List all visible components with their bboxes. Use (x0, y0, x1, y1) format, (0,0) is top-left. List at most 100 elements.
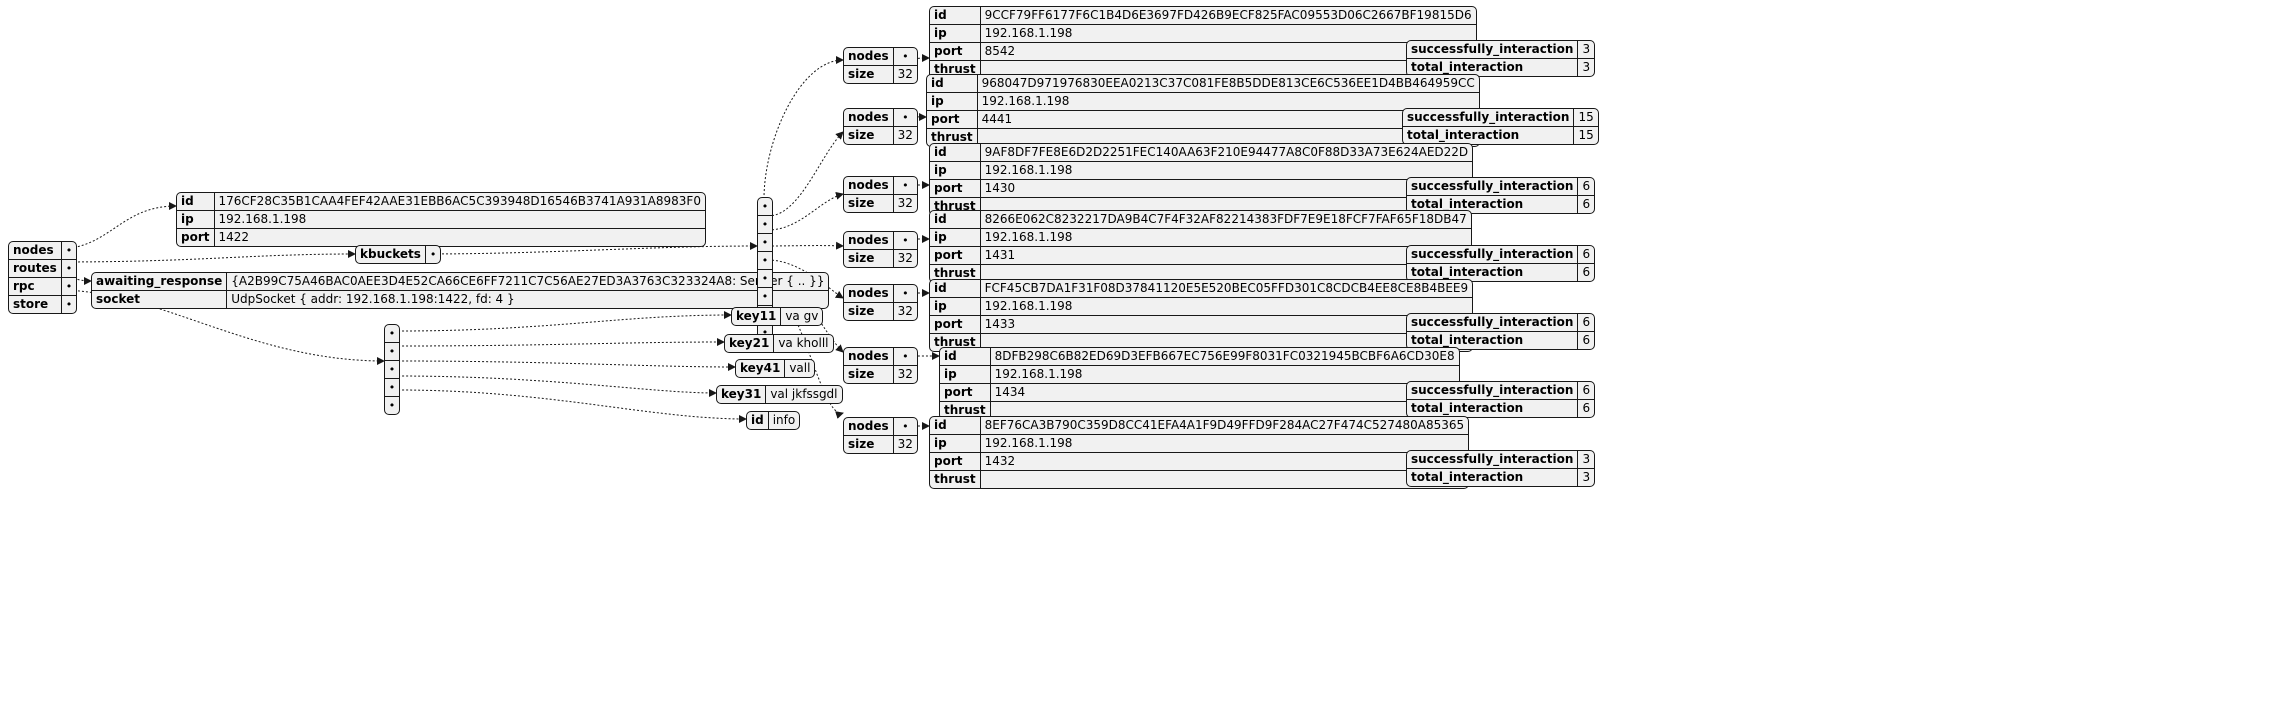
successfully-interaction-value: 6 (1578, 178, 1595, 196)
successfully-interaction-key: successfully_interaction (1407, 314, 1579, 332)
peer-id-key: id (927, 75, 978, 93)
awaiting-response-value: {A2B99C75A46BAC0AEE3D4E52CA66CE6FF7211C7… (227, 273, 829, 291)
peer-ip-value: 192.168.1.198 (977, 93, 1479, 111)
peer-port-key: port (930, 43, 981, 61)
edge-kbuckets-array (421, 242, 758, 255)
bucket-nodes-key: nodes (844, 109, 894, 127)
root-key-rpc: rpc (9, 278, 62, 296)
bucket-size-value: 32 (897, 304, 913, 318)
peer-port-key: port (927, 111, 978, 129)
peer-id-key: id (930, 417, 981, 435)
store-array: • • • • • (384, 324, 400, 415)
bucket-size-key: size (844, 303, 894, 320)
peer-ip-value: 192.168.1.198 (980, 162, 1473, 180)
total-interaction-key: total_interaction (1407, 469, 1579, 486)
store-array-item: • (385, 361, 399, 379)
store-key: key21 (725, 335, 775, 352)
peer-id-key: id (930, 7, 981, 25)
kbuckets-array-item: • (758, 252, 772, 270)
total-interaction-value: 6 (1582, 197, 1591, 211)
successfully-interaction-value: 6 (1578, 246, 1595, 264)
self-ip-value: 192.168.1.198 (214, 211, 705, 229)
peer-ip-key: ip (930, 435, 981, 453)
total-interaction-key: total_interaction (1407, 400, 1579, 417)
bucket-nodes-bullet: • (893, 48, 917, 66)
self-port-key: port (177, 229, 215, 246)
store-array-item: • (385, 325, 399, 343)
peer-ip-value: 192.168.1.198 (980, 229, 1471, 247)
total-interaction-key: total_interaction (1407, 264, 1579, 281)
bucket-nodes-key: nodes (844, 177, 894, 195)
peer-ip-value: 192.168.1.198 (980, 25, 1476, 43)
edge-array-0 (763, 56, 844, 200)
bucket-nodes-bullet: • (893, 285, 917, 303)
peer-thrust-key: thrust (940, 402, 991, 419)
kbuckets-array-item: • (758, 288, 772, 306)
store-value: info (772, 413, 796, 427)
total-interaction-value: 6 (1582, 333, 1591, 347)
edge-store-1 (397, 338, 725, 347)
peer-thrust-key: thrust (930, 471, 981, 488)
peer-id-value: 9CCF79FF6177F6C1B4D6E3697FD426B9ECF825FA… (980, 7, 1476, 25)
kbuckets-key: kbuckets (356, 246, 426, 263)
peer-port-value: 1430 (980, 180, 1473, 198)
peer-port-key: port (930, 453, 981, 471)
peer-ip-key: ip (927, 93, 978, 111)
edge-store-0 (397, 311, 732, 332)
root-nodes-bullet: • (61, 242, 77, 260)
kbuckets-array-item: • (758, 216, 772, 234)
root-rpc-bullet: • (61, 278, 77, 296)
successfully-interaction-key: successfully_interaction (1407, 41, 1579, 59)
bucket-nodes-key: nodes (844, 285, 894, 303)
store-array-item: • (385, 343, 399, 361)
peer-ip-key: ip (930, 25, 981, 43)
peer-port-key: port (930, 316, 981, 334)
peer-thrust-key: thrust (930, 198, 981, 215)
peer-thrust-key: thrust (930, 334, 981, 351)
self-id-value: 176CF28C35B1CAA4FEF42AAE31EBB6AC5C393948… (214, 193, 705, 211)
bucket-nodes-bullet: • (893, 348, 917, 366)
total-interaction-key: total_interaction (1407, 196, 1579, 213)
socket-key: socket (92, 291, 228, 308)
total-interaction-key: total_interaction (1407, 59, 1579, 76)
kbuckets-array-item: • (758, 234, 772, 252)
peer-id-key: id (930, 280, 981, 298)
kbuckets-bullet: • (429, 248, 437, 261)
bucket-nodes-bullet: • (893, 109, 917, 127)
socket-value: UdpSocket { addr: 192.168.1.198:1422, fd… (231, 292, 515, 306)
peer-ip-value: 192.168.1.198 (980, 435, 1469, 453)
bucket-size-key: size (844, 195, 894, 212)
bucket-size-value: 32 (897, 367, 913, 381)
peer-id-key: id (940, 348, 991, 366)
successfully-interaction-value: 15 (1574, 109, 1598, 127)
kbuckets-array-item: • (758, 198, 772, 216)
edge-root-routes (57, 250, 356, 263)
awaiting-response-key: awaiting_response (92, 273, 228, 291)
peer-id-value: 8DFB298C6B82ED69D3EFB667EC756E99F8031FC0… (990, 348, 1459, 366)
root-routes-bullet: • (61, 260, 77, 278)
self-port-value: 1422 (218, 230, 250, 244)
store-key: key31 (717, 386, 767, 403)
bucket-size-key: size (844, 127, 894, 144)
bucket-size-key: size (844, 366, 894, 383)
self-ip-key: ip (177, 211, 215, 229)
successfully-interaction-value: 6 (1578, 382, 1595, 400)
root-key-store: store (9, 296, 62, 313)
bucket-nodes-bullet: • (893, 232, 917, 250)
store-value: va kholll (778, 336, 829, 350)
bucket-size-value: 32 (897, 196, 913, 210)
bucket-size-value: 32 (897, 128, 913, 142)
